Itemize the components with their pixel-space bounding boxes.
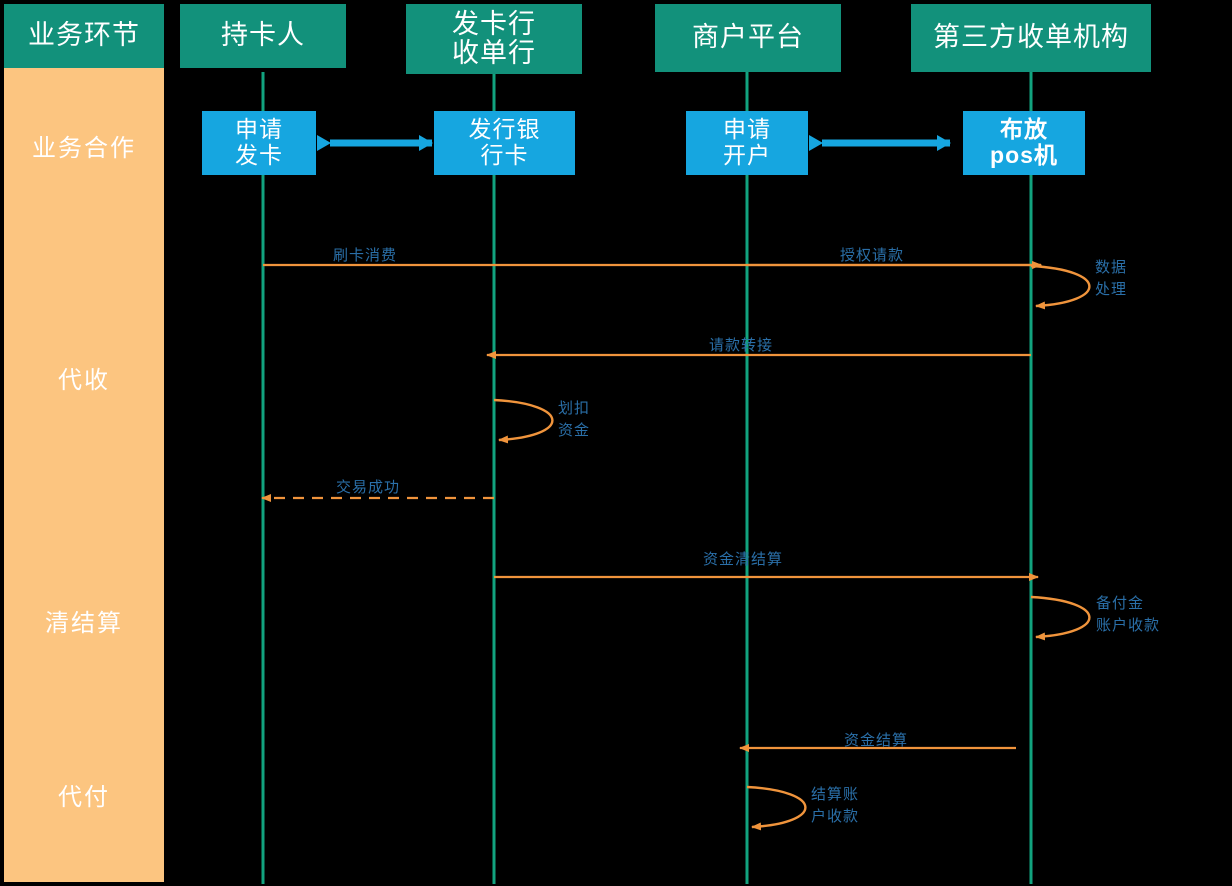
phase-label-cooperation-text: 业务合作 — [32, 135, 136, 162]
action-box-issue-bank-card-line2: 行卡 — [480, 142, 529, 168]
loop-label-deduct-fund: 划扣 资金 — [558, 398, 590, 442]
phase-panel — [4, 68, 164, 882]
loop-settle-account — [746, 785, 807, 831]
action-box-deploy-pos[interactable]: 布放 pos机 — [963, 111, 1085, 175]
action-box-apply-card[interactable]: 申请 发卡 — [202, 111, 316, 175]
phase-label-collection-text: 代收 — [58, 367, 110, 394]
loop-label-data-process: 数据 处理 — [1095, 257, 1127, 301]
action-box-apply-card-line1: 申请 — [235, 116, 283, 143]
loop-label-settle-account: 结算账 户收款 — [811, 784, 859, 828]
message-label-fund-settlement-text: 资金结算 — [844, 732, 909, 749]
action-box-apply-account[interactable]: 申请 开户 — [686, 111, 808, 175]
phase-label-cooperation: 业务合作 — [4, 128, 164, 163]
message-label-swipe-consume-text: 刷卡消费 — [333, 247, 398, 264]
message-label-fund-clearing-text: 资金清结算 — [703, 551, 784, 568]
action-box-deploy-pos-line1: 布放 — [1000, 116, 1048, 143]
actor-header-issuer-acquirer[interactable]: 发卡行 收单行 — [406, 4, 582, 74]
message-label-request-relay: 请款转接 — [709, 334, 773, 355]
message-label-fund-clearing: 资金清结算 — [703, 548, 783, 569]
actor-header-cardholder[interactable]: 持卡人 — [180, 4, 346, 68]
loop-label-reserve-account: 备付金 账户收款 — [1096, 593, 1160, 637]
actor-header-third-party-label: 第三方收单机构 — [933, 22, 1129, 53]
message-label-auth-request-text: 授权请款 — [840, 247, 905, 264]
message-label-fund-settlement: 资金结算 — [844, 729, 908, 750]
message-label-transaction-success-text: 交易成功 — [336, 479, 401, 496]
action-box-deploy-pos-line2: pos机 — [990, 142, 1058, 168]
loop-label-settle-account-line1: 结算账 — [811, 786, 860, 803]
loop-label-data-process-line1: 数据 — [1095, 259, 1128, 276]
message-label-auth-request: 授权请款 — [840, 244, 904, 265]
actor-header-third-party[interactable]: 第三方收单机构 — [911, 4, 1151, 72]
phase-column-header-label: 业务环节 — [28, 20, 140, 51]
loop-label-reserve-account-line1: 备付金 — [1096, 595, 1145, 612]
phase-label-payment: 代付 — [4, 777, 164, 812]
action-box-issue-bank-card[interactable]: 发行银 行卡 — [434, 111, 575, 175]
loop-label-deduct-fund-line1: 划扣 — [558, 400, 591, 417]
loop-label-reserve-account-line2: 账户收款 — [1096, 616, 1161, 634]
action-box-apply-account-line1: 申请 — [723, 116, 771, 143]
action-box-issue-bank-card-line1: 发行银 — [468, 116, 541, 143]
lifelines — [261, 72, 1033, 884]
actor-header-merchant-label: 商户平台 — [692, 22, 804, 53]
message-arrows — [261, 261, 1042, 752]
message-label-swipe-consume: 刷卡消费 — [333, 244, 397, 265]
phase-label-payment-text: 代付 — [58, 784, 110, 811]
phase-column-header: 业务环节 — [4, 4, 164, 68]
loop-label-data-process-line2: 处理 — [1095, 280, 1128, 298]
message-label-transaction-success: 交易成功 — [336, 476, 400, 497]
action-box-apply-card-line2: 发卡 — [235, 142, 283, 168]
loop-data-process — [1030, 264, 1091, 310]
actor-header-cardholder-label: 持卡人 — [221, 20, 305, 51]
self-loop-arrows — [493, 264, 1091, 831]
actor-header-issuer-acquirer-line1: 发卡行 — [452, 8, 536, 39]
loop-label-settle-account-line2: 户收款 — [811, 807, 860, 825]
action-box-apply-account-line2: 开户 — [723, 142, 771, 168]
loop-reserve-account — [1030, 595, 1091, 641]
actor-header-merchant[interactable]: 商户平台 — [655, 4, 841, 72]
phase-label-clearing-text: 清结算 — [45, 610, 123, 637]
phase-label-collection: 代收 — [4, 360, 164, 395]
phase-label-clearing: 清结算 — [4, 603, 164, 638]
loop-deduct-fund — [493, 398, 554, 444]
loop-label-deduct-fund-line2: 资金 — [558, 421, 591, 439]
message-label-request-relay-text: 请款转接 — [709, 337, 774, 354]
actor-header-issuer-acquirer-line2: 收单行 — [452, 38, 536, 68]
